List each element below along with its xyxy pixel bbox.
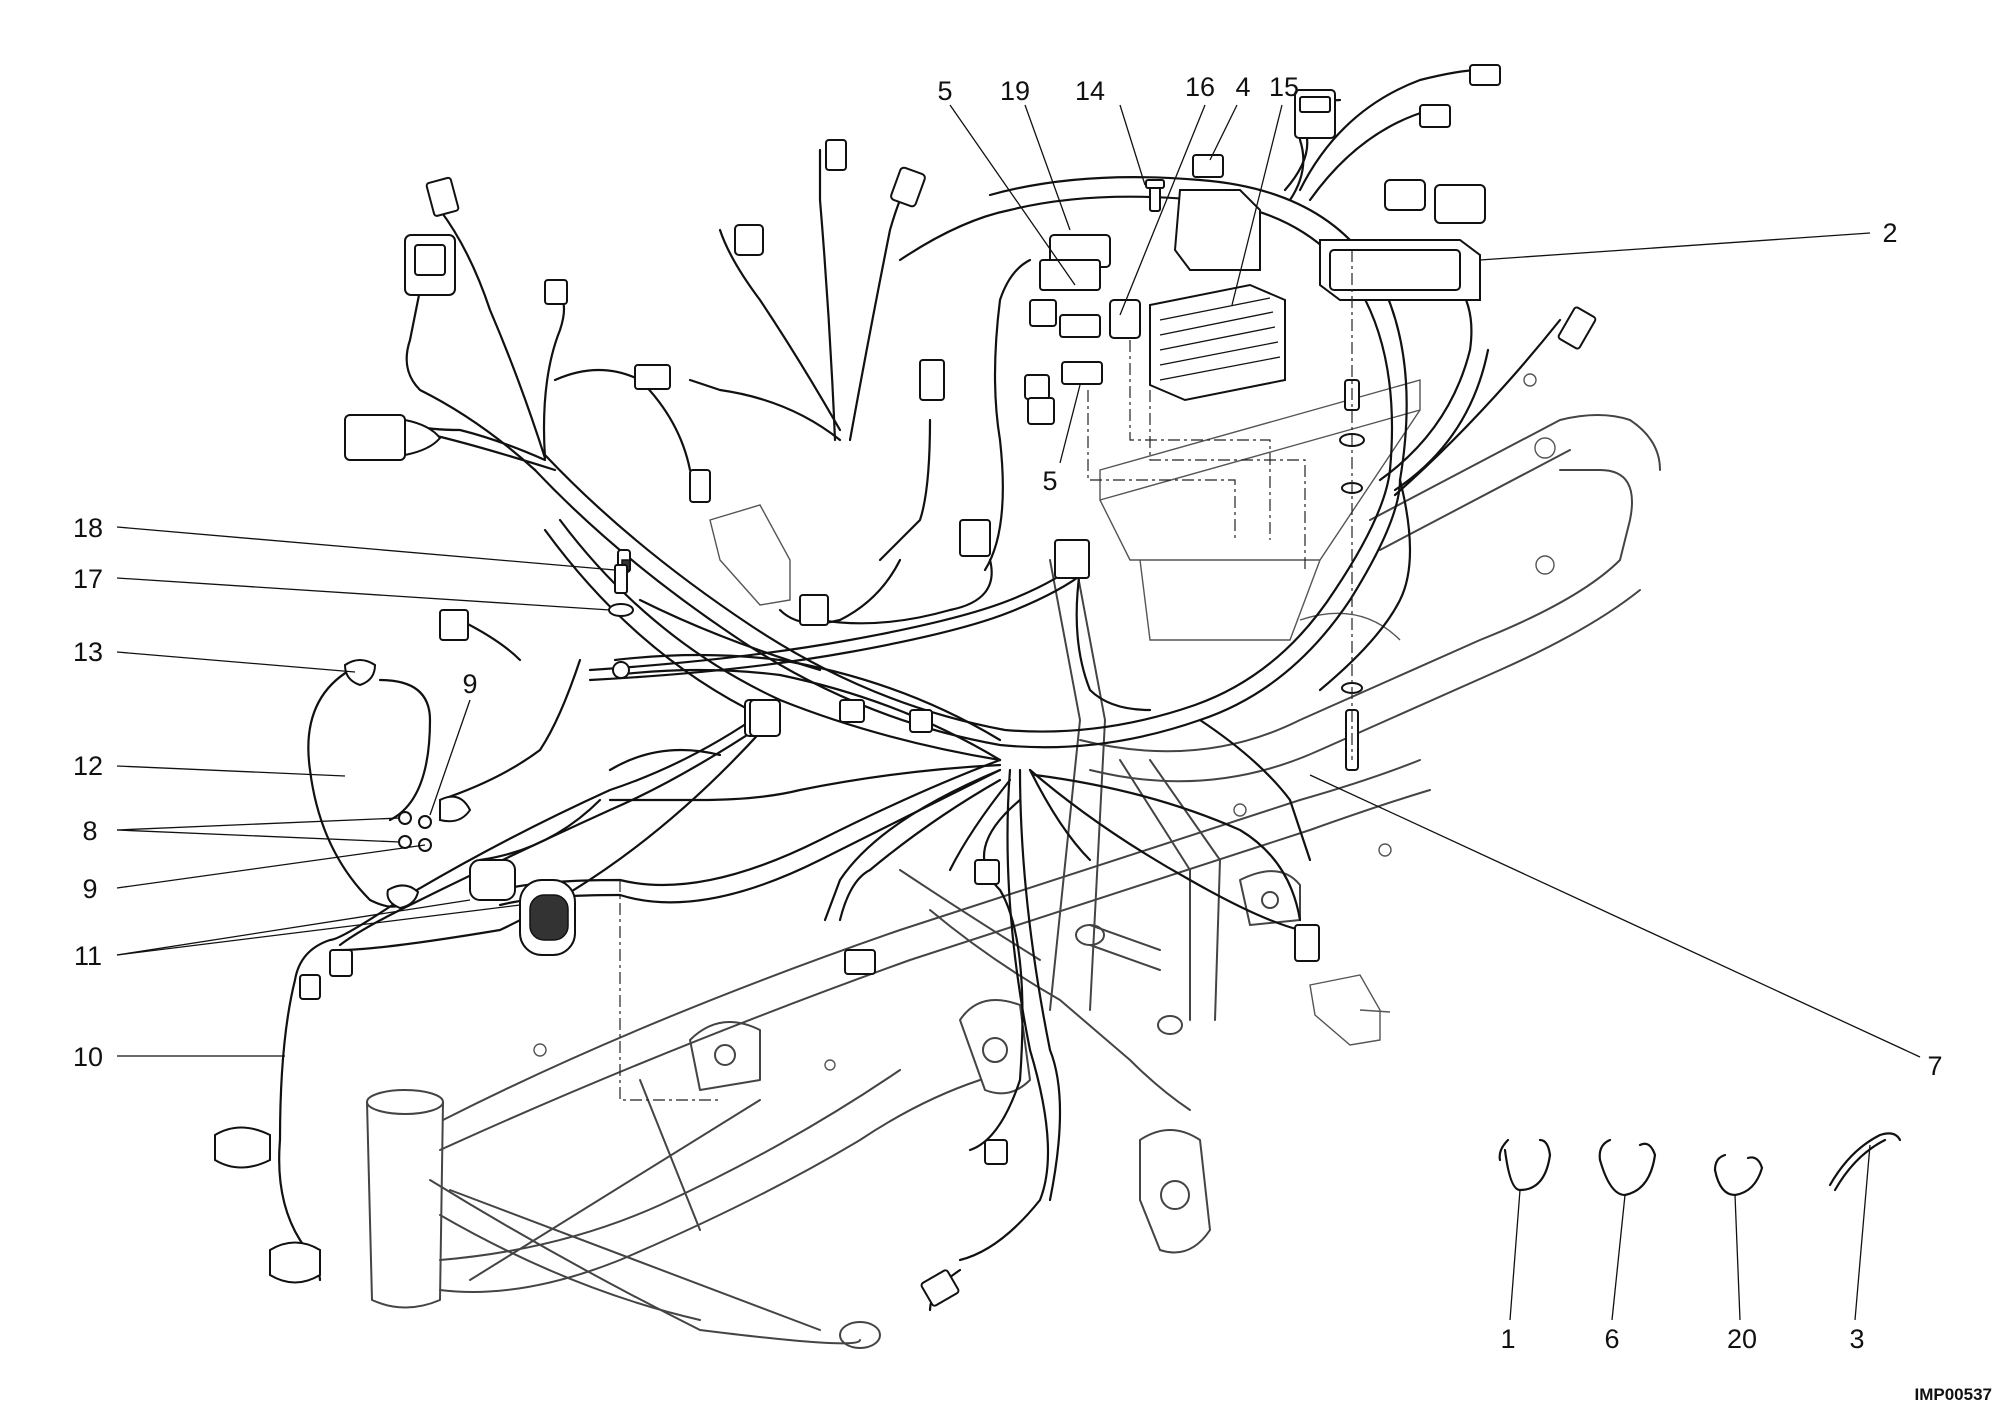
callout-6: 6 bbox=[1604, 1324, 1619, 1354]
callout-18: 18 bbox=[73, 513, 103, 543]
motorcycle-frame bbox=[366, 373, 1661, 1349]
harness-connectors bbox=[214, 64, 1902, 1307]
callout-3: 3 bbox=[1849, 1324, 1864, 1354]
callout-9-top: 9 bbox=[462, 669, 477, 699]
assembly-guide-lines bbox=[619, 250, 1353, 1101]
callout-20: 20 bbox=[1727, 1324, 1757, 1354]
callout-13: 13 bbox=[73, 637, 103, 667]
callout-16: 16 bbox=[1185, 72, 1215, 102]
callout-1: 1 bbox=[1500, 1324, 1515, 1354]
callout-17: 17 bbox=[73, 564, 103, 594]
callout-8: 8 bbox=[82, 816, 97, 846]
callout-10: 10 bbox=[73, 1042, 103, 1072]
callout-12: 12 bbox=[73, 751, 103, 781]
wiring-harness bbox=[278, 68, 1562, 1312]
callout-9-bot: 9 bbox=[82, 874, 97, 904]
callout-11: 11 bbox=[74, 941, 102, 971]
callout-15: 15 bbox=[1269, 72, 1299, 102]
drawing-reference-code: IMP00537 bbox=[1915, 1385, 1993, 1404]
callout-14: 14 bbox=[1075, 76, 1105, 106]
callout-2: 2 bbox=[1882, 218, 1897, 248]
callout-4: 4 bbox=[1235, 72, 1250, 102]
callout-5-mid: 5 bbox=[1042, 466, 1057, 496]
leader-lines bbox=[116, 104, 1921, 1321]
callout-labels: 5 19 14 16 4 15 2 5 18 17 13 9 12 8 9 11… bbox=[73, 72, 1943, 1354]
callout-19: 19 bbox=[1000, 76, 1030, 106]
callout-5-top: 5 bbox=[937, 76, 952, 106]
callout-7: 7 bbox=[1927, 1051, 1942, 1081]
